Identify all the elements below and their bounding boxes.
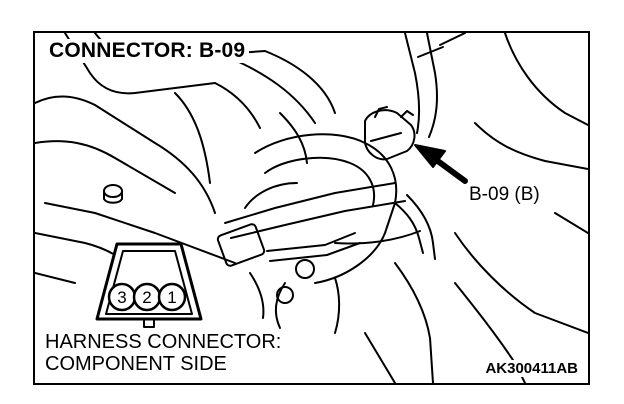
engine-housing-lines [35, 33, 336, 284]
connector-pins: 3 2 1 [107, 282, 187, 312]
pin-1-circle [157, 282, 187, 312]
connector-callout-label: B-09 (B) [467, 184, 542, 206]
chassis-lines [364, 33, 588, 383]
bolt-head [103, 184, 123, 204]
caption-line-1: HARNESS CONNECTOR: [45, 331, 282, 353]
caption-line-2: COMPONENT SIDE [45, 353, 227, 375]
sensor-body [216, 133, 406, 334]
connector-title: CONNECTOR: B-09 [45, 39, 250, 63]
diagram-frame: 3 2 1 CONNECTOR: B-09 B-09 (B) HARNESS C… [33, 31, 590, 385]
pin-2-label: 2 [142, 288, 151, 307]
connector-caption: HARNESS CONNECTOR: COMPONENT SIDE [43, 331, 286, 375]
pin-1-label: 1 [167, 288, 176, 307]
figure-code: AK300411AB [483, 360, 580, 377]
harness-wires [334, 33, 466, 260]
callout-arrow [414, 144, 468, 184]
connector-b09-body [364, 106, 416, 161]
pin-3-label: 3 [117, 288, 126, 307]
